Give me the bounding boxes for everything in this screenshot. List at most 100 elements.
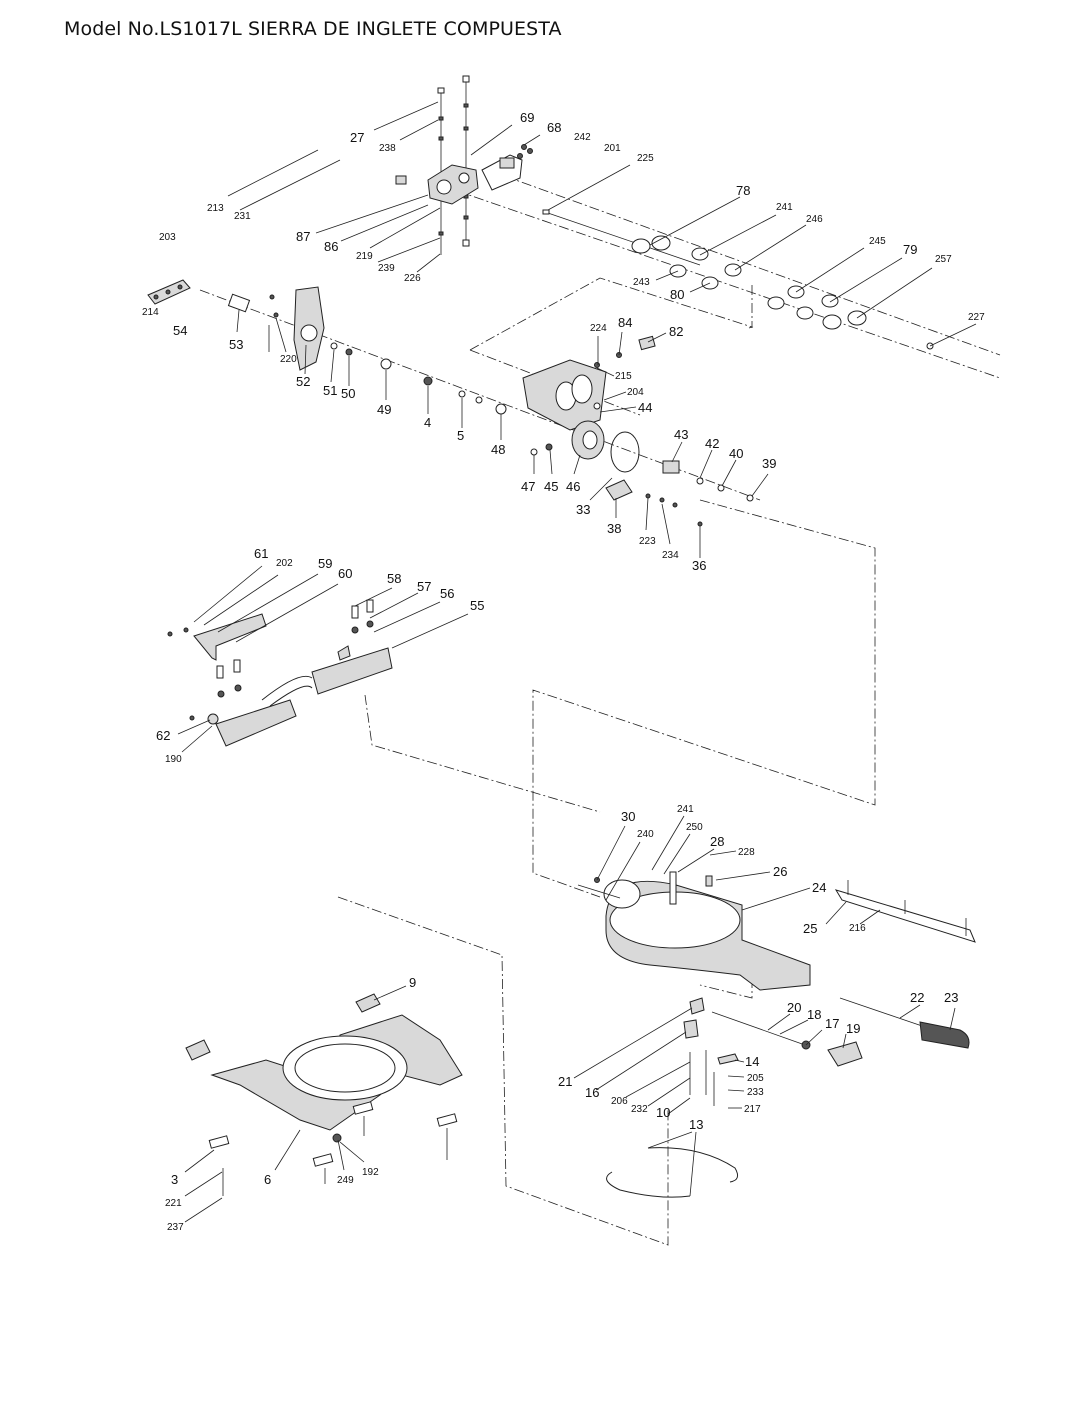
callout-label: 87 [296, 229, 310, 244]
callout-label: 231 [234, 211, 251, 222]
callout-label: 40 [729, 446, 743, 461]
callout-label: 30 [621, 809, 635, 824]
fence-assembly [167, 599, 393, 747]
callout-label: 82 [669, 324, 683, 339]
callout-label: 21 [558, 1074, 572, 1089]
callout-label: 51 [323, 383, 337, 398]
callout-label: 250 [686, 822, 703, 833]
callout-label: 56 [440, 586, 454, 601]
callout-label: 44 [638, 400, 652, 415]
callout-label: 190 [165, 754, 182, 765]
callout-label: 226 [404, 273, 421, 284]
callout-label: 6 [264, 1172, 271, 1187]
callout-label: 5 [457, 428, 464, 443]
callout-label: 24 [812, 880, 826, 895]
page-title: Model No.LS1017L SIERRA DE INGLETE COMPU… [64, 18, 562, 40]
callout-label: 220 [280, 354, 297, 365]
callout-label: 3 [171, 1172, 178, 1187]
callout-label: 36 [692, 558, 706, 573]
callout-label: 69 [520, 110, 534, 125]
callout-label: 243 [633, 277, 650, 288]
callout-label: 192 [362, 1167, 379, 1178]
callout-label: 203 [159, 232, 176, 243]
callout-label: 45 [544, 479, 558, 494]
callout-label: 214 [142, 307, 159, 318]
callout-label: 17 [825, 1016, 839, 1031]
callout-label: 240 [637, 829, 654, 840]
callout-label: 14 [745, 1054, 759, 1069]
callout-label: 49 [377, 402, 391, 417]
callout-label: 84 [618, 315, 632, 330]
callout-label: 25 [803, 921, 817, 936]
callout-label: 27 [350, 130, 364, 145]
callout-label: 52 [296, 374, 310, 389]
callout-label: 78 [736, 183, 750, 198]
callout-label: 257 [935, 254, 952, 265]
callout-label: 68 [547, 120, 561, 135]
callout-label: 246 [806, 214, 823, 225]
callout-label: 202 [276, 558, 293, 569]
callout-label: 206 [611, 1096, 628, 1107]
callout-label: 241 [677, 804, 694, 815]
callout-label: 18 [807, 1007, 821, 1022]
callout-label: 216 [849, 923, 866, 934]
leader-lines [177, 101, 977, 1223]
callout-label: 228 [738, 847, 755, 858]
callout-label: 225 [637, 153, 654, 164]
callout-label: 245 [869, 236, 886, 247]
callout-label: 59 [318, 556, 332, 571]
callout-label: 219 [356, 251, 373, 262]
callout-label: 238 [379, 143, 396, 154]
callout-label: 13 [689, 1117, 703, 1132]
callout-label: 232 [631, 1104, 648, 1115]
callout-label: 38 [607, 521, 621, 536]
callout-label: 48 [491, 442, 505, 457]
callout-label: 16 [585, 1085, 599, 1100]
assembly-outlines [199, 169, 1001, 1246]
callout-label: 42 [705, 436, 719, 451]
callout-label: 28 [710, 834, 724, 849]
washer-stack [631, 235, 934, 350]
callout-label: 239 [378, 263, 395, 274]
spring-wire [606, 1147, 739, 1198]
callout-label: 53 [229, 337, 243, 352]
callout-labels: 27 238 69 68 242 201 225 213 231 87 86 2… [142, 110, 985, 1233]
callout-label: 62 [156, 728, 170, 743]
callout-label: 80 [670, 287, 684, 302]
callout-label: 33 [576, 502, 590, 517]
callout-label: 215 [615, 371, 632, 382]
callout-label: 54 [173, 323, 187, 338]
pivot-assembly [147, 279, 507, 415]
callout-label: 224 [590, 323, 607, 334]
callout-label: 57 [417, 579, 431, 594]
callout-label: 61 [254, 546, 268, 561]
callout-label: 10 [656, 1105, 670, 1120]
callout-label: 26 [773, 864, 787, 879]
callout-label: 237 [167, 1222, 184, 1233]
callout-label: 20 [787, 1000, 801, 1015]
callout-label: 23 [944, 990, 958, 1005]
callout-label: 50 [341, 386, 355, 401]
callout-label: 249 [337, 1175, 354, 1186]
callout-label: 39 [762, 456, 776, 471]
callout-label: 4 [424, 415, 431, 430]
callout-label: 205 [747, 1073, 764, 1084]
callout-label: 204 [627, 387, 644, 398]
callout-label: 242 [574, 132, 591, 143]
callout-label: 221 [165, 1198, 182, 1209]
callout-label: 19 [846, 1021, 860, 1036]
callout-label: 233 [747, 1087, 764, 1098]
callout-label: 86 [324, 239, 338, 254]
callout-label: 223 [639, 536, 656, 547]
upper-arm-assembly [395, 75, 701, 266]
callout-label: 55 [470, 598, 484, 613]
callout-label: 22 [910, 990, 924, 1005]
callout-label: 58 [387, 571, 401, 586]
motor-housing [522, 335, 754, 527]
callout-label: 217 [744, 1104, 761, 1115]
callout-label: 241 [776, 202, 793, 213]
callout-label: 47 [521, 479, 535, 494]
callout-label: 201 [604, 143, 621, 154]
callout-label: 43 [674, 427, 688, 442]
